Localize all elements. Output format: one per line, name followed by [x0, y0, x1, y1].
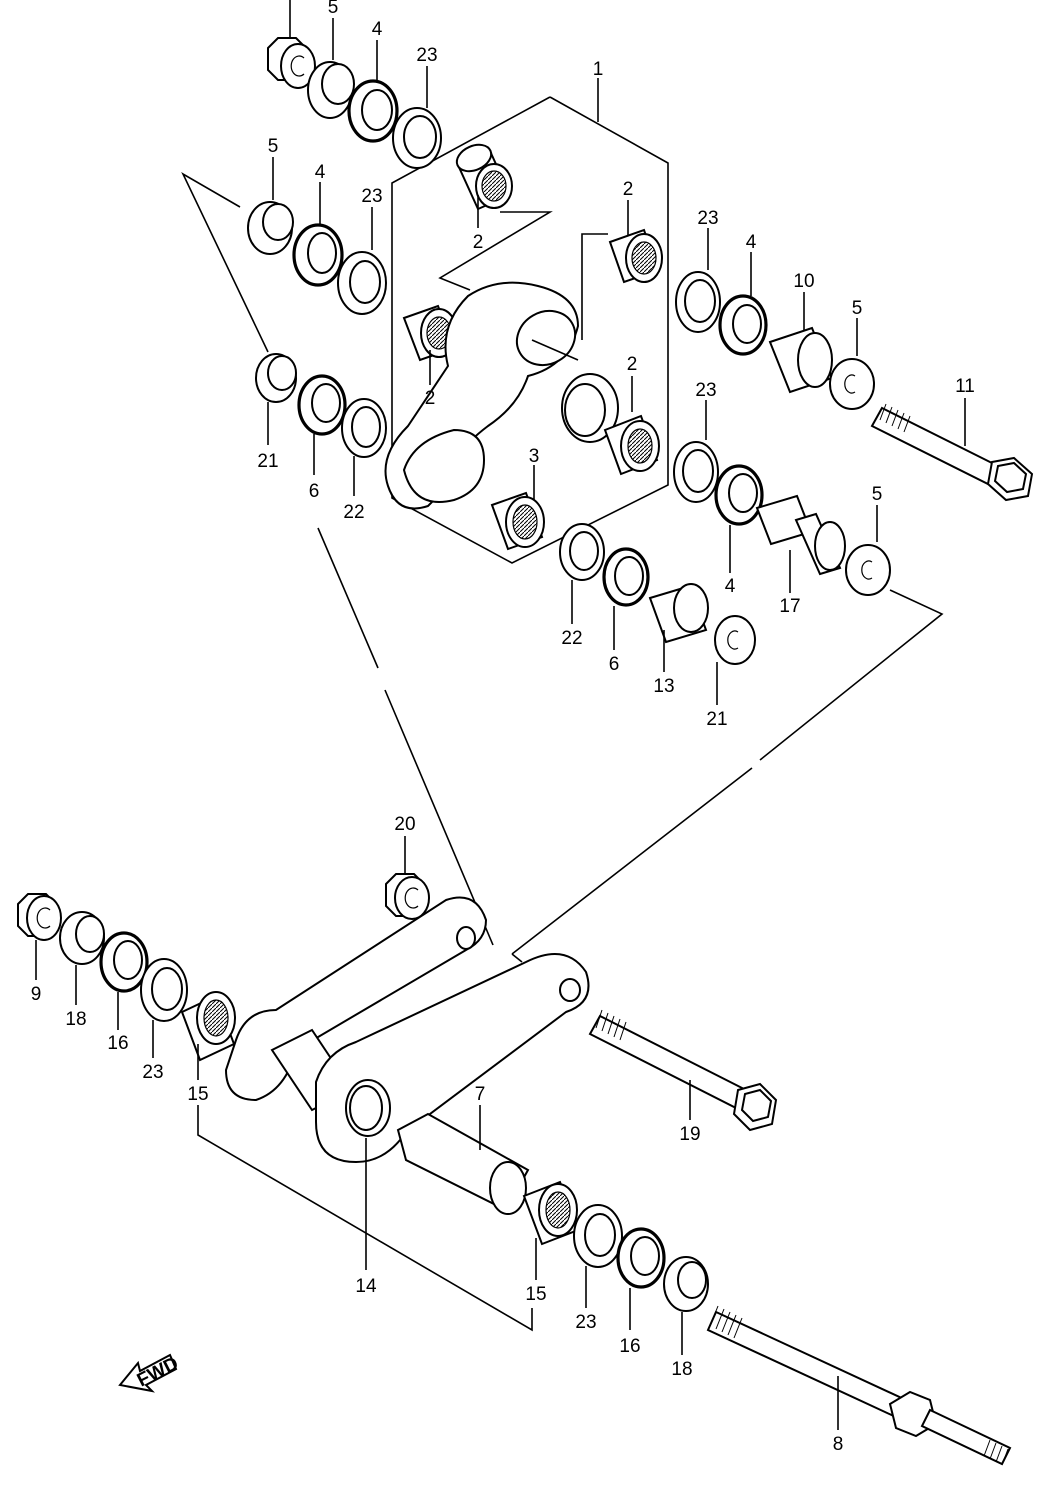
callout: 2 — [473, 232, 484, 253]
callout: 23 — [575, 1312, 596, 1333]
third-stack — [255, 353, 387, 496]
callout: 5 — [852, 298, 863, 319]
lower-link-14 — [224, 896, 590, 1270]
callout: 5 — [328, 0, 339, 18]
callout: 7 — [475, 1084, 486, 1105]
callout: 2 — [623, 179, 634, 200]
callout: 23 — [695, 380, 716, 401]
upper-link-assembly — [384, 143, 663, 551]
callout: 23 — [697, 208, 718, 229]
lower-center-stack — [559, 523, 756, 705]
callout: 16 — [619, 1336, 640, 1357]
callout: 18 — [671, 1359, 692, 1380]
leader-21-long — [759, 589, 944, 761]
callout: 16 — [107, 1033, 128, 1054]
fwd-arrow-icon: FWD — [118, 1353, 182, 1393]
leader-6-upper — [317, 527, 379, 669]
right-upper-stack — [675, 228, 1034, 502]
bracket-15 — [197, 1105, 533, 1332]
callout: 4 — [315, 162, 326, 183]
bolt-19 — [588, 1009, 778, 1132]
callout: 18 — [65, 1009, 86, 1030]
callout: 10 — [793, 271, 814, 292]
callout-labels: 5 4 23 1 5 4 23 2 2 2 2 2 23 4 10 5 11 2… — [31, 0, 975, 1455]
callout: 23 — [416, 45, 437, 66]
callout: 6 — [309, 481, 320, 502]
callout: 9 — [31, 984, 42, 1005]
lower-right-stack — [522, 1180, 709, 1355]
callout: 21 — [706, 709, 727, 730]
callout: 6 — [609, 654, 620, 675]
callout: 13 — [653, 676, 674, 697]
callout: 1 — [593, 59, 604, 80]
leader-21-tick — [511, 953, 523, 963]
top-stack — [267, 0, 442, 169]
callout: 21 — [257, 451, 278, 472]
callout: 20 — [394, 814, 415, 835]
callout: 15 — [187, 1084, 208, 1105]
callout: 15 — [525, 1284, 546, 1305]
callout: 5 — [268, 136, 279, 157]
callout: 17 — [779, 596, 800, 617]
nut-20 — [385, 836, 430, 920]
callout: 2 — [425, 388, 436, 409]
callout: 22 — [343, 502, 364, 523]
callout: 11 — [955, 376, 975, 397]
callout: 4 — [372, 19, 383, 40]
bracket-left-group — [181, 172, 269, 353]
second-stack — [247, 157, 387, 315]
shaft-8 — [706, 1305, 1012, 1466]
callout: 4 — [746, 232, 757, 253]
callout: 2 — [627, 354, 638, 375]
callout: 14 — [355, 1276, 377, 1297]
callout: 19 — [679, 1124, 700, 1145]
callout: 22 — [561, 628, 582, 649]
fwd-label: FWD — [134, 1353, 182, 1391]
callout: 23 — [361, 186, 382, 207]
right-mid-stack — [673, 400, 891, 596]
assembly-outline-1 — [391, 96, 669, 564]
callout: 23 — [142, 1062, 163, 1083]
lower-left-stack — [17, 893, 236, 1080]
callout: 3 — [529, 446, 540, 467]
callout: 5 — [872, 484, 883, 505]
spacer-7 — [396, 1105, 530, 1215]
callout: 4 — [725, 576, 736, 597]
callout: 8 — [833, 1434, 844, 1455]
leader-21-lower — [511, 767, 753, 955]
